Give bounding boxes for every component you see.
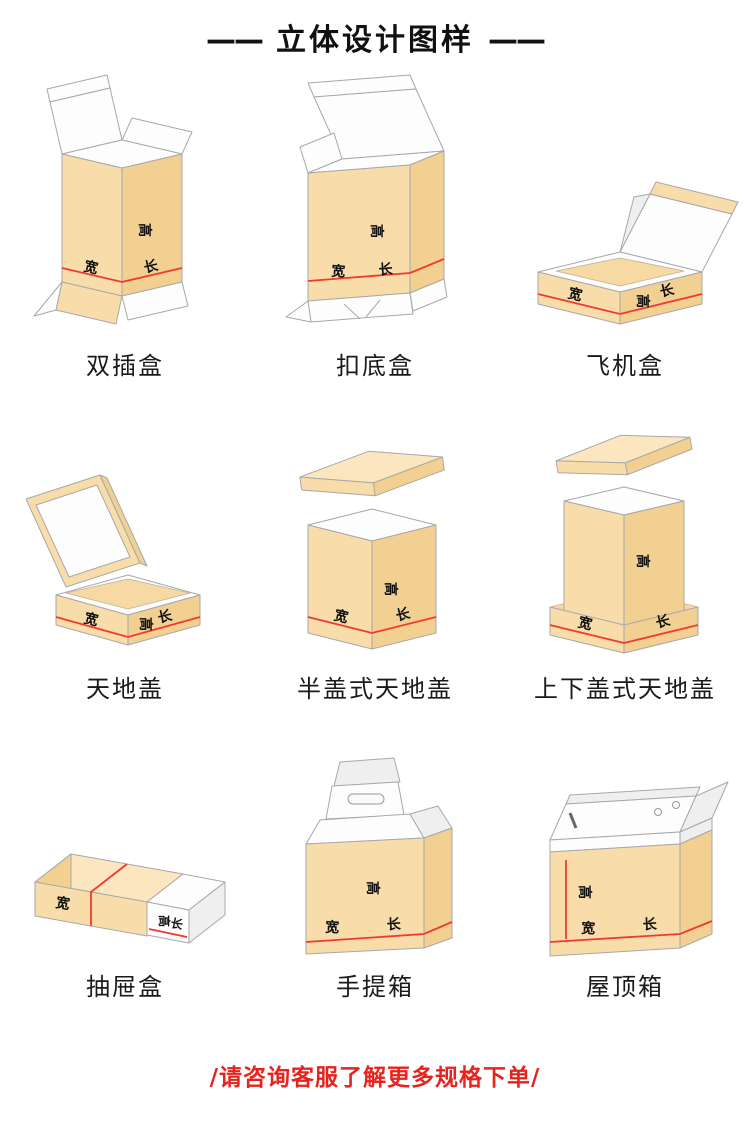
title-dash-left: —— (206, 23, 264, 58)
box-cell-lid-base: 宽 高 长 天地盖 (0, 411, 250, 704)
height-dim-label: 高 (137, 617, 154, 631)
title-dash-right: —— (488, 23, 546, 58)
length-dim-label: 长 (642, 916, 658, 934)
page-header: —— 立体设计图样 —— (0, 0, 750, 56)
box-label: 半盖式天地盖 (297, 675, 453, 703)
width-dim-label: 宽 (566, 285, 584, 305)
snap-bottom-box-illustration: 高 宽 长 (285, 74, 448, 323)
box-cell-top-bottom-cover: 高 宽 长 上下盖式天地盖 (500, 411, 750, 704)
top-bottom-cover-box-illustration: 高 宽 长 (549, 434, 699, 654)
box-label: 双插盒 (86, 352, 164, 380)
height-dim-label: 高 (634, 294, 651, 308)
page-title: 立体设计图样 (276, 23, 474, 58)
lid-and-base-box-illustration: 宽 高 长 (25, 474, 201, 646)
height-dim-label: 高 (157, 915, 172, 927)
carry-handle-box-illustration: 高 宽 长 (305, 757, 453, 955)
length-dim-label: 长 (394, 604, 413, 624)
box-label: 手提箱 (336, 973, 414, 1001)
footer-note: /请咨询客服了解更多规格下单/ (209, 1065, 541, 1091)
length-dim-label: 长 (378, 260, 394, 278)
box-label: 屋顶箱 (586, 973, 664, 1001)
half-cover-lid-base-box-illustration: 宽 高 长 (299, 450, 445, 650)
length-dim-label: 长 (142, 257, 160, 277)
width-dim-label: 宽 (54, 894, 71, 913)
width-dim-label: 宽 (331, 263, 346, 281)
length-dim-label: 长 (386, 916, 402, 934)
box-cell-double-insert: 高 宽 长 双插盒 (0, 68, 250, 381)
height-dim-label: 高 (364, 881, 381, 895)
width-dim-label: 宽 (82, 258, 99, 278)
height-dim-label: 高 (576, 885, 593, 899)
height-dim-label: 高 (368, 224, 385, 238)
drawer-box-illustration: 宽 高 长 (34, 853, 226, 944)
length-dim-label: 长 (170, 915, 186, 932)
box-label: 飞机盒 (586, 352, 664, 380)
width-dim-label: 宽 (332, 607, 350, 627)
box-label: 天地盖 (86, 675, 164, 703)
length-dim-label: 长 (156, 607, 174, 627)
box-cell-mailer: 宽 高 长 飞机盒 (500, 68, 750, 381)
width-dim-label: 宽 (576, 614, 594, 634)
height-dim-label: 高 (136, 223, 153, 237)
box-cell-drawer: 宽 高 长 抽屉盒 (0, 734, 250, 1002)
length-dim-label: 长 (658, 281, 676, 301)
box-cell-carry-handle: 高 宽 长 手提箱 (250, 734, 500, 1002)
box-label: 抽屉盒 (86, 973, 164, 1001)
roof-top-box-illustration: 高 宽 长 (549, 781, 729, 957)
double-insert-box-illustration: 高 宽 长 (33, 74, 193, 325)
width-dim-label: 宽 (82, 610, 100, 630)
width-dim-label: 宽 (325, 919, 340, 937)
airplane-box-illustration: 宽 高 长 (537, 181, 739, 325)
box-label: 扣底盒 (336, 352, 414, 380)
box-grid: 高 宽 长 双插盒 (0, 68, 750, 1002)
width-dim-label: 宽 (581, 920, 596, 938)
box-cell-roof-top: 高 宽 长 屋顶箱 (500, 734, 750, 1002)
box-cell-snap-bottom: 高 宽 长 扣底盒 (250, 68, 500, 381)
box-cell-half-cover: 宽 高 长 半盖式天地盖 (250, 411, 500, 704)
height-dim-label: 高 (382, 582, 399, 596)
box-label: 上下盖式天地盖 (534, 675, 716, 703)
height-dim-label: 高 (634, 554, 651, 568)
length-dim-label: 长 (654, 611, 673, 631)
